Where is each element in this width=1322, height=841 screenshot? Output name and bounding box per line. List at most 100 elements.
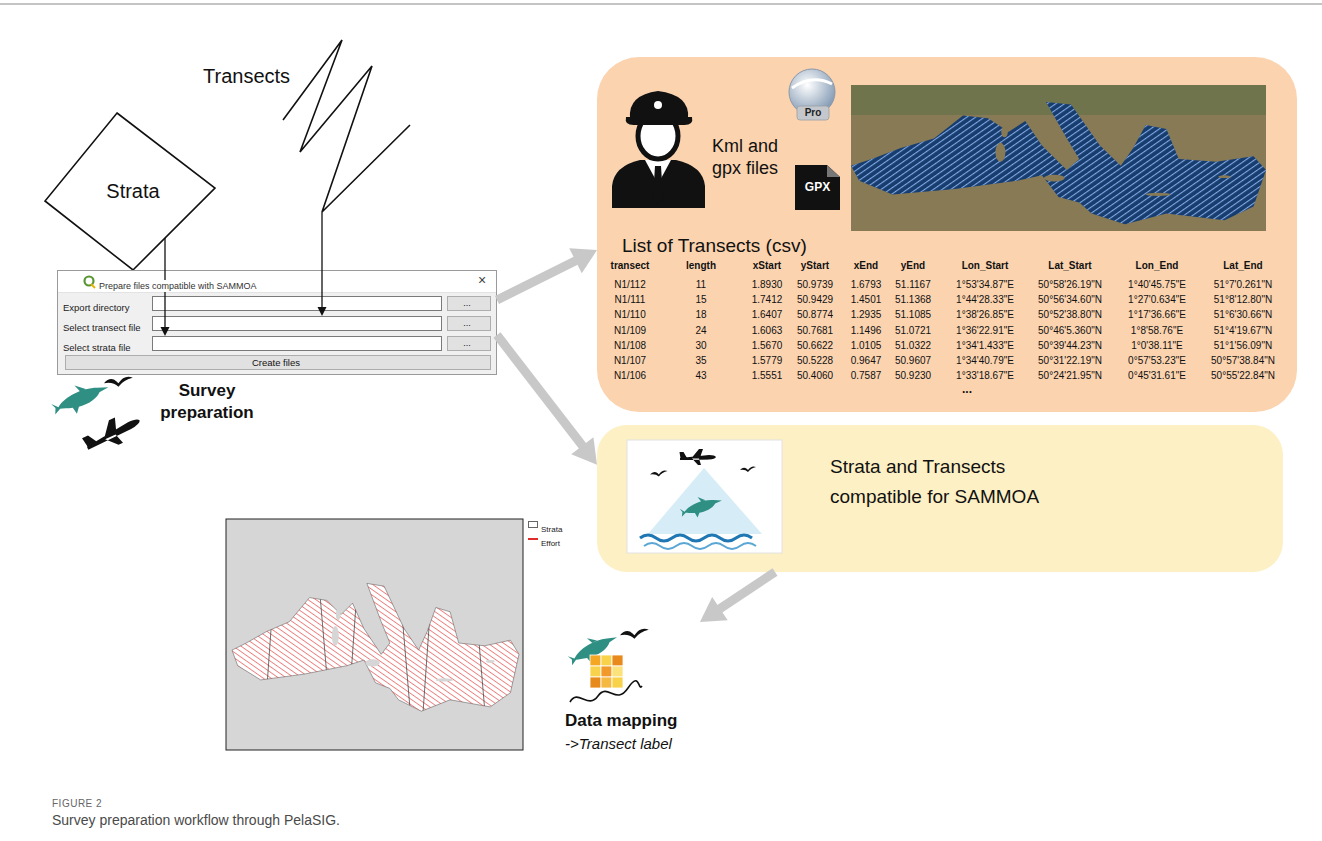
node-text: Create files [66,356,486,369]
text-slot: 50°58'26.19"N [1010,278,1130,291]
label-text: ... [907,382,1027,396]
text-slot: N1/108 [570,339,690,352]
browse-button: ... [447,336,491,351]
node-text: Data mapping [565,710,677,731]
label-text: Survey preparation [146,380,268,424]
label-text: FIGURE 2 [52,797,102,810]
arrow-head [700,597,728,622]
text-slot: 51.1368 [853,293,973,306]
text-slot: Strata [541,518,562,536]
text-slot: 51.1085 [853,308,973,321]
legend-text: Effort [541,538,560,550]
label-text: 18 [641,308,761,321]
arrow-shaft [164,238,165,328]
grid-icon [590,677,601,688]
text-input-box [152,316,442,331]
earth-pro-badge [797,106,829,120]
label-text: 1°34'40.79"E [925,354,1045,367]
label-text: 11 [641,278,761,291]
text-slot: 50°55'22.84"N [1183,369,1303,382]
dolphin-icon [564,628,622,669]
grid-icon [590,666,601,677]
text-slot: 18 [641,308,761,321]
pilot-icon [612,160,705,208]
arrow-head [161,327,170,336]
label-text: 51.0721 [853,324,973,337]
text-slot: Strata [65,179,201,203]
arrow-head [318,307,327,316]
text-slot: 0°57'53.23"E [1097,354,1217,367]
sammoa-panel: Strata and Transects compatible for SAMM… [597,425,1283,572]
strata-line [318,572,330,714]
label-text: 0°45'31.61"E [1097,369,1217,382]
strata-line [473,572,485,714]
label-text: 1°8'58.76"E [1097,324,1217,337]
text-slot: Pro [797,106,829,120]
text-slot: yEnd [853,259,973,272]
text-slot: Survey preparation [146,380,268,424]
label-text: N1/110 [570,308,690,321]
text-slot: List of Transects (csv) [622,234,807,257]
sammoa-logo [640,535,752,541]
label-text: length [641,259,761,272]
text-slot: 51°1'56.09"N [1183,339,1303,352]
island [486,660,495,663]
island [1146,193,1171,196]
text-slot: 51°8'12.80"N [1183,293,1303,306]
island [336,609,341,620]
plane-icon [80,409,145,458]
text-slot: ... [448,297,486,309]
legend-text: Strata [541,524,562,536]
earth-pro-icon [792,80,832,88]
label-text: N1/112 [570,278,690,291]
document-shape [795,165,840,210]
node-text: Kml and gpx files [712,135,796,179]
text-slot: 35 [641,354,761,367]
bird-icon [104,377,133,387]
browse-button: ... [447,296,491,311]
label-text: N1/108 [570,339,690,352]
text-slot: FIGURE 2 [52,793,102,811]
pilot-icon [626,117,693,125]
legend-swatch [528,521,538,528]
island [436,678,453,681]
sammoa-logo [650,470,668,476]
label-text: 51°6'30.66"N [1183,308,1303,321]
label-text: Pro [797,106,829,120]
label-text: N1/106 [570,369,690,382]
island [1044,175,1065,182]
island [365,659,379,666]
text-slot: × [478,271,486,289]
text-slot: 1°8'58.76"E [1097,324,1217,337]
label-text: 50°46'5.360"N [1010,324,1130,337]
text-slot: 1°36'22.91"E [925,324,1045,337]
node-text: Export directory [63,301,130,314]
label-text: N1/107 [570,354,690,367]
label-text: 50°39'44.23"N [1010,339,1130,352]
label-text: 15 [641,293,761,306]
text-slot: 51°7'0.261"N [1183,278,1303,291]
label-text: 51.0322 [853,339,973,352]
label-text: 1°0'38.11"E [1097,339,1217,352]
text-slot: Survey preparation workflow through Pela… [52,811,340,829]
text-slot: 43 [641,369,761,382]
label-text: 50°55'22.84"N [1183,369,1303,382]
node-text: Strata [65,179,201,203]
gpx-file-icon: GPX [795,165,840,210]
text-slot: 50°24'21.95"N [1010,369,1130,382]
text-slot: ... [448,317,486,329]
earth-pro-icon [789,69,835,115]
text-slot: 1°44'28.33"E [925,293,1045,306]
text-slot: N1/110 [570,308,690,321]
arrow-shaft [497,260,578,300]
text-slot: 50°56'34.60"N [1010,293,1130,306]
label-text: 51°8'12.80"N [1183,293,1303,306]
pilot-icon [654,101,662,109]
satellite-map [851,85,1266,115]
label-text: 51.1368 [853,293,973,306]
text-input-box [152,336,442,351]
pilot-icon [645,160,671,184]
transect-zigzag [283,40,410,212]
satellite-map [851,85,1266,231]
strata-diamond: Strata [45,113,215,270]
